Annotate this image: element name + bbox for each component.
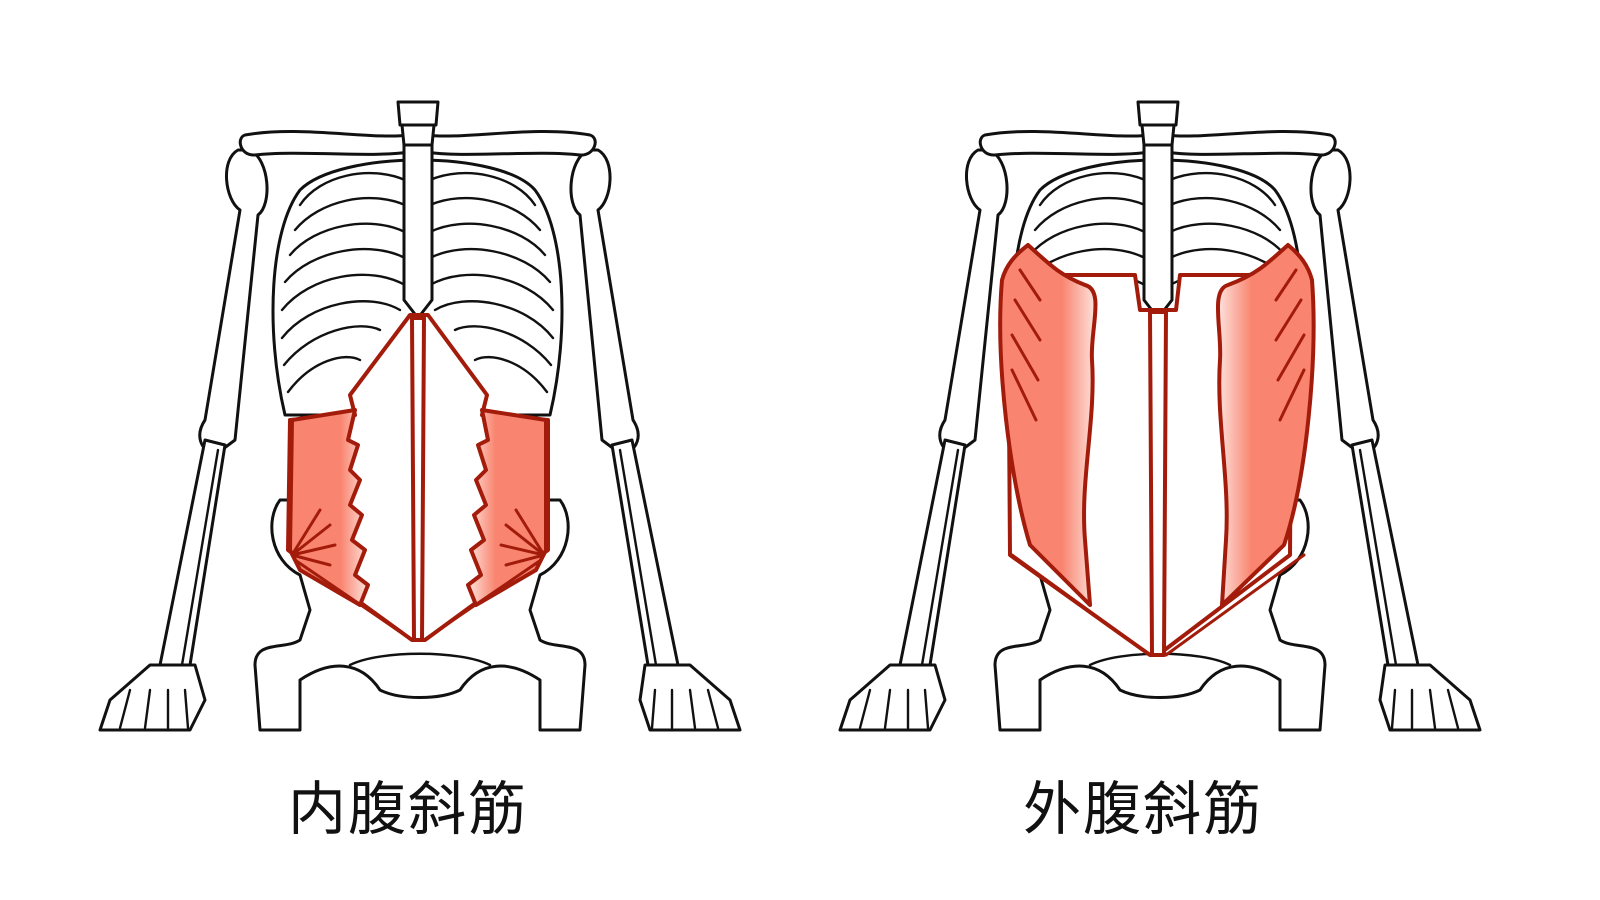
external-oblique-right-muscle <box>1215 243 1316 607</box>
internal-oblique-left-muscle <box>288 408 370 607</box>
muscle-label-external-oblique: 外腹斜筋 <box>1023 775 1264 843</box>
external-oblique-panel: 外腹斜筋 <box>740 0 1540 900</box>
internal-oblique-right-muscle <box>466 408 548 607</box>
external-oblique-left-muscle <box>998 243 1098 607</box>
skeleton-external-oblique-illustration <box>838 100 1482 732</box>
skeleton-internal-oblique-illustration <box>98 100 742 732</box>
internal-oblique-panel: 内腹斜筋 <box>98 100 742 843</box>
muscle-label-internal-oblique: 内腹斜筋 <box>288 775 529 843</box>
